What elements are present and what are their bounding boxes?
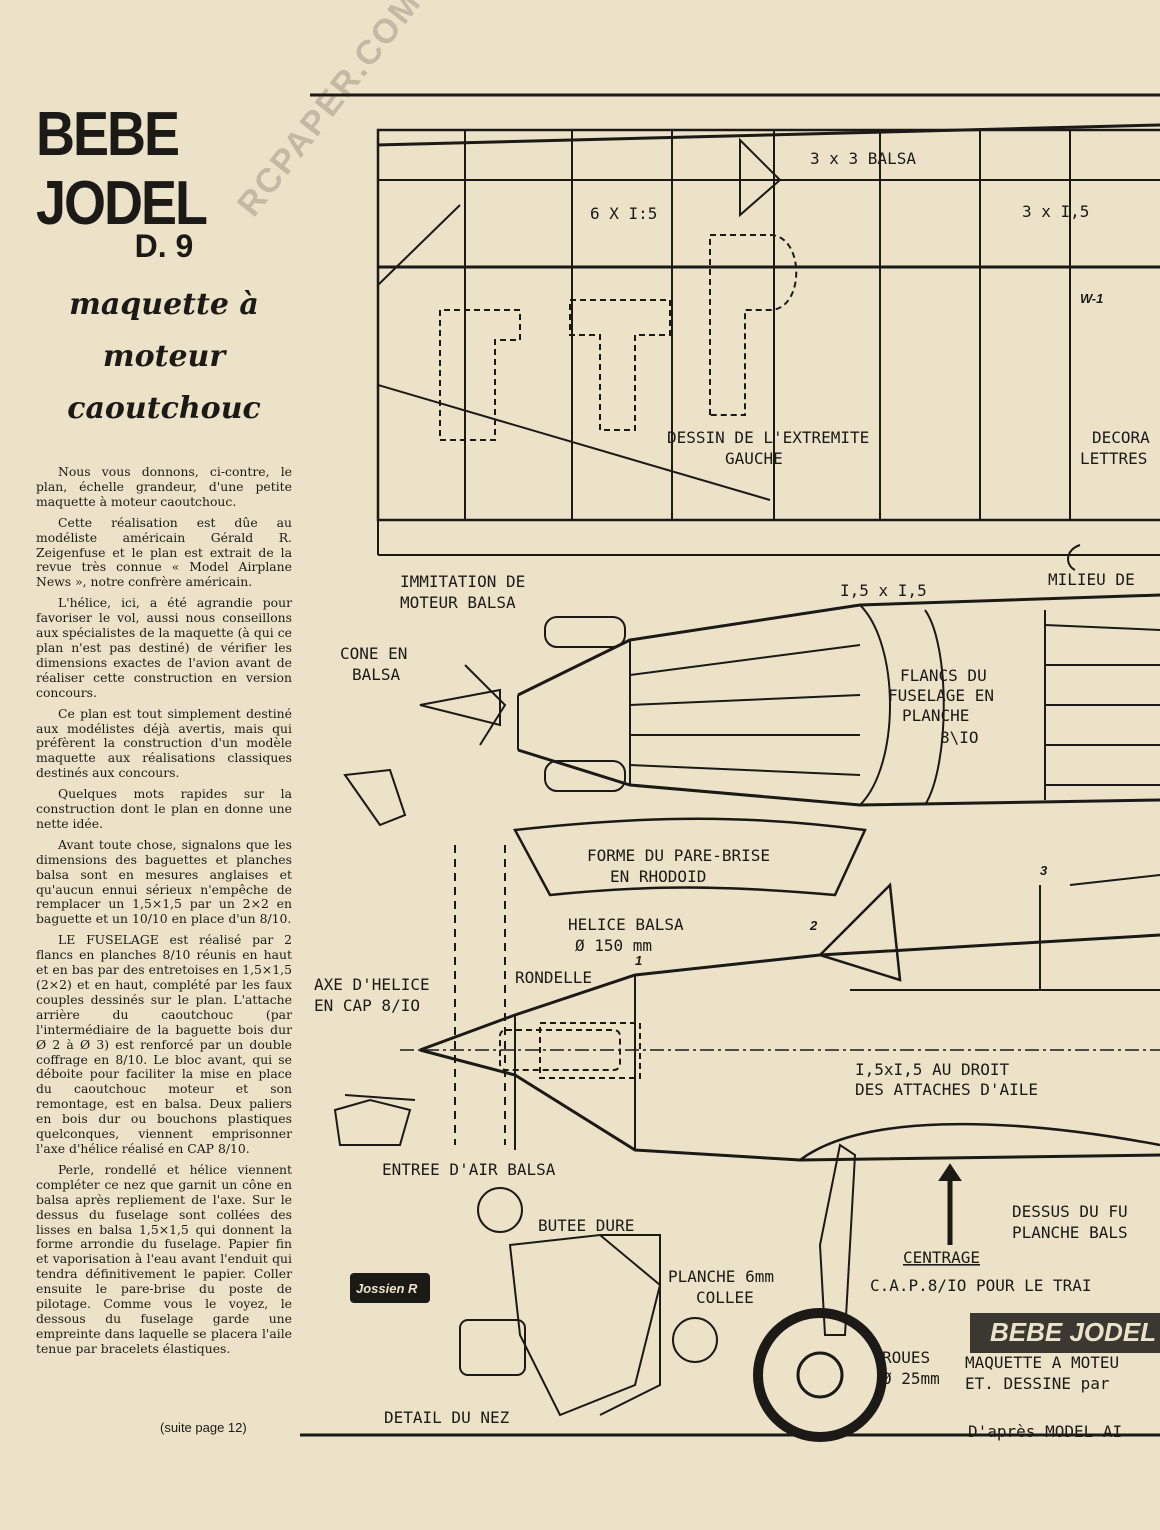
paragraph: L'hélice, ici, a été agrandie pour favor… [36,595,292,700]
paragraph: Nous vous donnons, ci-contre, le plan, é… [36,464,292,509]
paragraph: Avant toute chose, signalons que les dim… [36,836,292,927]
label-i5x15: I,5 x I,5 [840,581,927,600]
label-detail: DETAIL DU NEZ [384,1408,510,1427]
label-maquette-1: MAQUETTE A MOTEU [965,1353,1119,1372]
artist-signature: Jossien R [356,1281,418,1296]
label-imitation-2: MOTEUR BALSA [400,593,516,612]
article-model: D. 9 [134,228,194,264]
label-helice-2: Ø 150 mm [575,936,652,955]
paragraph: Perle, rondellé et hélice viennent compl… [36,1161,292,1356]
label-dessin-2: GAUCHE [725,449,783,468]
label-balsa-3x3: 3 x 3 BALSA [810,149,916,168]
label-station-3: 3 [1040,863,1048,878]
article-column: BEBE JODEL D. 9 maquette à moteur caoutc… [36,100,292,1363]
subtitle-line: maquette à [69,287,259,322]
label-balsa-6x15: 6 X I:5 [590,204,657,223]
label-axe-1: AXE D'HELICE [314,975,430,994]
label-rondelle: RONDELLE [515,968,592,987]
label-roues-1: ROUES [882,1348,930,1367]
label-w1: W-1 [1080,291,1103,306]
label-milieu: MILIEU DE [1048,570,1135,589]
label-roues-2: Ø 25mm [882,1369,940,1388]
article-subtitle: maquette à moteur caoutchouc [36,279,292,435]
label-decora-2: LETTRES [1080,449,1147,468]
model-plan-drawing: 3 x 3 BALSA 3 x I,5 6 X I:5 W-1 DESSIN D… [300,93,1160,1442]
paragraph: Ce plan est tout simplement destiné aux … [36,705,292,781]
label-cone-2: BALSA [352,665,401,684]
label-planche-2: COLLEE [696,1288,754,1307]
label-centrage: CENTRAGE [903,1248,980,1267]
plan-stamp-title: BEBE JODEL [990,1317,1156,1347]
label-planche-1: PLANCHE 6mm [668,1267,774,1286]
subtitle-line: caoutchouc [67,391,261,426]
label-dessus-1: DESSUS DU FU [1012,1202,1128,1221]
label-flancs-3: PLANCHE [902,706,969,725]
paragraph: LE FUSELAGE est réalisé par 2 flancs en … [36,932,292,1156]
article-title: BEBE JODEL [36,100,208,238]
label-station-1: 1 [635,953,642,968]
label-dessus-2: PLANCHE BALS [1012,1223,1128,1242]
paragraph: Cette réalisation est dûe au modéliste a… [36,514,292,590]
article-body: Nous vous donnons, ci-contre, le plan, é… [36,464,292,1357]
label-station-2: 2 [809,918,818,933]
paragraph: Quelques mots rapides sur la constructio… [36,786,292,831]
label-flancs-4: 8\IO [940,728,979,747]
label-pare-1: FORME DU PARE-BRISE [587,846,770,865]
label-cap: C.A.P.8/IO POUR LE TRAI [870,1276,1092,1295]
label-flancs-2: FUSELAGE EN [888,686,994,705]
label-axe-2: EN CAP 8/IO [314,996,420,1015]
label-flancs-1: FLANCS DU [900,666,987,685]
label-droit-2: DES ATTACHES D'AILE [855,1080,1038,1099]
label-dapres: D'après MODEL AI [968,1422,1122,1441]
label-helice-1: HELICE BALSA [568,915,684,934]
label-maquette-2: ET. DESSINE par [965,1374,1110,1393]
label-balsa-3x15: 3 x I,5 [1022,202,1089,221]
label-droit-1: I,5xI,5 AU DROIT [855,1060,1009,1079]
label-imitation-1: IMMITATION DE [400,572,525,591]
subtitle-line: moteur [102,339,226,374]
continued-note: (suite page 12) [160,1420,247,1435]
label-cone-1: CONE EN [340,644,407,663]
label-butee: BUTEE DURE [538,1216,634,1235]
label-dessin-1: DESSIN DE L'EXTREMITE [667,428,869,447]
label-decora-1: DECORA [1092,428,1150,447]
label-entree: ENTREE D'AIR BALSA [382,1160,556,1179]
label-pare-2: EN RHODOID [610,867,706,886]
